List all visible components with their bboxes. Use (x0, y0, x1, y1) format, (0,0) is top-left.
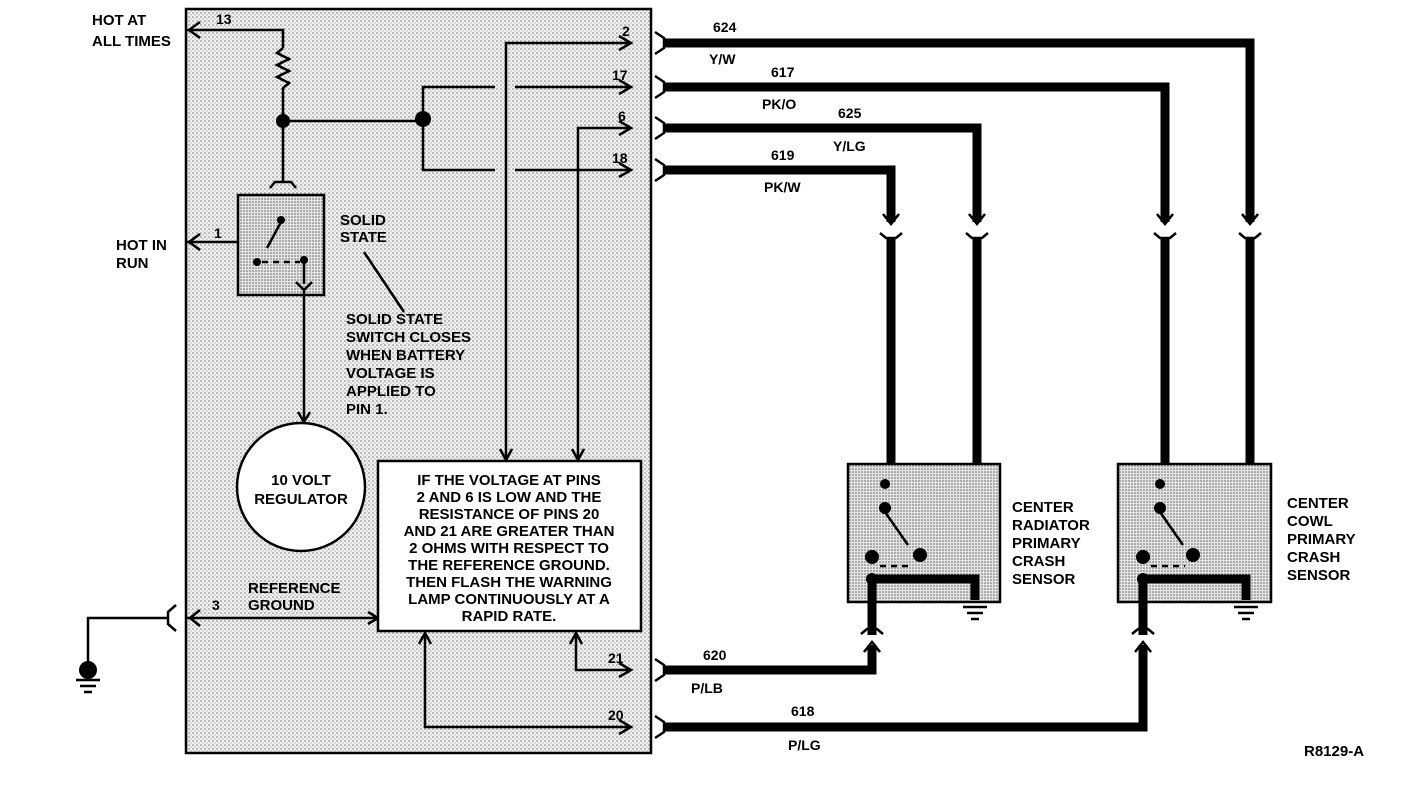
wire-617-color: PK/O (762, 96, 796, 112)
logic-note-box (376, 459, 643, 633)
wire-624 (664, 38, 1255, 222)
wire-617 (664, 82, 1170, 222)
pin-18-label: 18 (612, 150, 628, 166)
reference-ground-line-1: REFERENCE (248, 580, 341, 597)
svg-text:AND 21 ARE GREATER THAN: AND 21 ARE GREATER THAN (404, 523, 615, 540)
radiator-sensor-label: CENTER RADIATOR PRIMARY CRASH SENSOR (1012, 499, 1090, 588)
wire-619-color: PK/W (764, 179, 801, 195)
svg-text:CENTER: CENTER (1012, 499, 1074, 516)
svg-text:RESISTANCE OF PINS 20: RESISTANCE OF PINS 20 (419, 506, 600, 523)
pin-21-label: 21 (608, 650, 624, 666)
svg-text:APPLIED TO: APPLIED TO (346, 383, 436, 400)
svg-text:SWITCH CLOSES: SWITCH CLOSES (346, 329, 471, 346)
wire-617-number: 617 (771, 64, 795, 80)
pin-3-label: 3 (212, 597, 220, 613)
svg-text:COWL: COWL (1287, 513, 1333, 530)
wire-619 (664, 165, 896, 222)
inline-connectors-bottom (860, 627, 1155, 653)
regulator-line-2: REGULATOR (254, 491, 348, 508)
svg-text:2 OHMS WITH RESPECT TO: 2 OHMS WITH RESPECT TO (409, 540, 609, 557)
regulator-line-1: 10 VOLT (271, 472, 331, 489)
ground-dot (79, 661, 97, 679)
svg-text:THEN FLASH THE WARNING: THEN FLASH THE WARNING (406, 574, 612, 591)
pin-1-label: 1 (214, 225, 222, 241)
wire-620-number: 620 (703, 647, 727, 663)
svg-text:RADIATOR: RADIATOR (1012, 517, 1090, 534)
figure-id: R8129-A (1304, 743, 1364, 760)
logic-note: IF THE VOLTAGE AT PINS 2 AND 6 IS LOW AN… (404, 472, 615, 625)
pin-20-label: 20 (608, 707, 624, 723)
wire-625 (664, 123, 982, 222)
hot-at-all-times-line-2: ALL TIMES (92, 33, 171, 50)
svg-text:2 AND 6 IS LOW AND THE: 2 AND 6 IS LOW AND THE (417, 489, 602, 506)
wire-624-number: 624 (713, 19, 737, 35)
pin-2-label: 2 (622, 23, 630, 39)
wire-624-color: Y/W (709, 51, 736, 67)
svg-text:SOLID STATE: SOLID STATE (346, 311, 443, 328)
svg-text:PRIMARY: PRIMARY (1287, 531, 1356, 548)
wire-619-number: 619 (771, 147, 795, 163)
wire-625-color: Y/LG (833, 138, 866, 154)
reference-ground-line-2: GROUND (248, 597, 315, 614)
cowl-sensor-label: CENTER COWL PRIMARY CRASH SENSOR (1287, 495, 1356, 584)
wire-618-number: 618 (791, 703, 815, 719)
svg-text:SENSOR: SENSOR (1287, 567, 1351, 584)
svg-text:WHEN BATTERY: WHEN BATTERY (346, 347, 465, 364)
pin-17-label: 17 (612, 67, 628, 83)
resistor (274, 47, 292, 120)
svg-text:THE REFERENCE GROUND.: THE REFERENCE GROUND. (408, 557, 610, 574)
wire-618-color: P/LG (788, 737, 821, 753)
regulator-circle (235, 421, 367, 553)
hot-in-run-line-2: RUN (116, 255, 149, 272)
svg-text:PRIMARY: PRIMARY (1012, 535, 1081, 552)
right-pin-arrows (618, 34, 634, 736)
pin-13-label: 13 (216, 11, 232, 27)
svg-text:CRASH: CRASH (1012, 553, 1065, 570)
wire-618 (664, 645, 1148, 732)
svg-text:RAPID RATE.: RAPID RATE. (462, 608, 557, 625)
solid-state-switch (236, 193, 326, 297)
pin-6-label: 6 (618, 108, 626, 124)
wire-625-number: 625 (838, 105, 862, 121)
svg-text:SENSOR: SENSOR (1012, 571, 1076, 588)
wire-620-color: P/LB (691, 680, 723, 696)
svg-text:PIN 1.: PIN 1. (346, 401, 388, 418)
inline-connectors-top (879, 213, 1262, 240)
svg-text:VOLTAGE IS: VOLTAGE IS (346, 365, 435, 382)
solid-state-line-1: SOLID (340, 212, 386, 229)
switch-note: SOLID STATE SWITCH CLOSES WHEN BATTERY V… (346, 311, 471, 418)
hot-in-run-line-1: HOT IN (116, 237, 167, 254)
svg-text:CENTER: CENTER (1287, 495, 1349, 512)
svg-text:LAMP CONTINUOUSLY AT A: LAMP CONTINUOUSLY AT A (408, 591, 610, 608)
solid-state-line-2: STATE (340, 229, 387, 246)
wire-620 (664, 645, 877, 675)
svg-text:CRASH: CRASH (1287, 549, 1340, 566)
svg-text:IF THE VOLTAGE AT PINS: IF THE VOLTAGE AT PINS (417, 472, 601, 489)
hot-at-all-times-line-1: HOT AT (92, 12, 146, 29)
module-connectors (654, 30, 666, 740)
